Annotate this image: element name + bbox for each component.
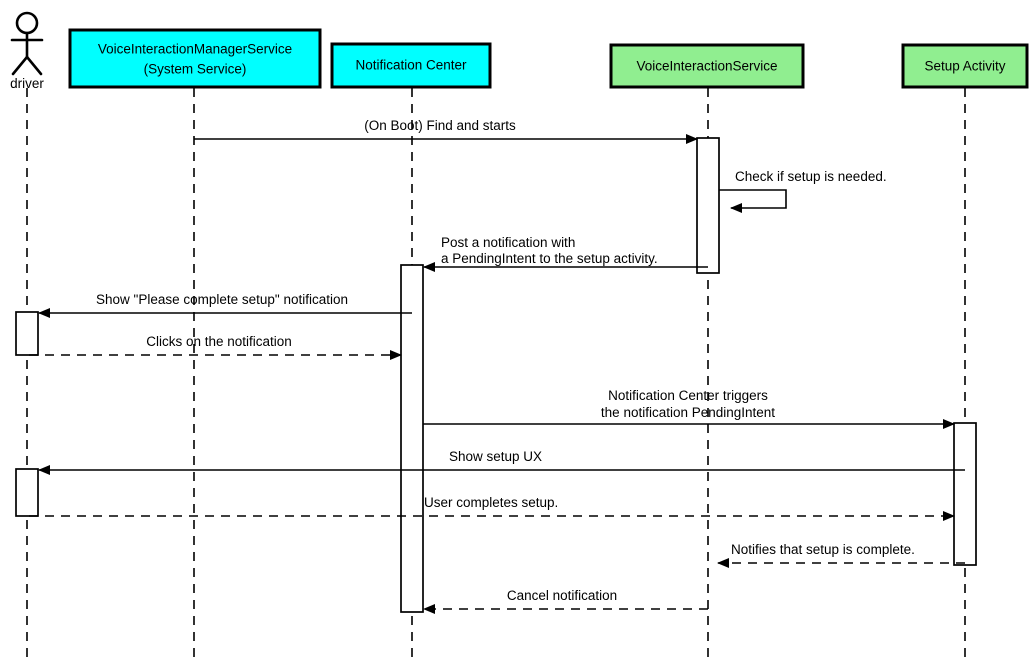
message-post-a-notification-with-pendingintent-label-line1: Post a notification with xyxy=(441,235,575,250)
participant-setup-activity[interactable]: Setup Activity xyxy=(901,43,1029,89)
message-check-if-setup-is-needed-arrow xyxy=(719,189,787,213)
participant-vims-label-line1: VoiceInteractionManagerService xyxy=(98,42,292,57)
message-notification-center-triggers-pendingintent-label-line2: the notification PendingIntent xyxy=(601,405,775,420)
message-show-please-complete-setup-notification[interactable]: Show "Please complete setup" notificatio… xyxy=(38,292,412,318)
message-post-a-notification-with-pendingintent[interactable]: Post a notification with a PendingIntent… xyxy=(423,235,708,272)
message-notification-center-triggers-pendingintent[interactable]: Notification Center triggers the notific… xyxy=(423,388,955,429)
activation-setup-activity xyxy=(953,422,977,566)
actor-head-icon xyxy=(15,11,39,35)
message-on-boot-find-and-starts-label: (On Boot) Find and starts xyxy=(364,118,516,133)
message-post-a-notification-with-pendingintent-label-line2: a PendingIntent to the setup activity. xyxy=(441,251,658,266)
actor-leg-right-icon xyxy=(25,55,43,76)
actor-driver[interactable]: driver xyxy=(10,11,44,91)
message-user-completes-setup[interactable]: User completes setup. xyxy=(29,495,955,521)
message-check-if-setup-is-needed[interactable]: Check if setup is needed. xyxy=(719,169,887,213)
activation-voice-interaction-service-boot xyxy=(696,137,720,274)
message-notifies-that-setup-is-complete-label: Notifies that setup is complete. xyxy=(731,542,915,557)
activation-driver-2 xyxy=(15,468,39,517)
message-show-setup-ux[interactable]: Show setup UX xyxy=(38,449,965,475)
participant-voice-interaction-service[interactable]: VoiceInteractionService xyxy=(609,43,805,89)
actor-leg-left-icon xyxy=(11,55,29,76)
participant-setup-activity-box[interactable] xyxy=(901,43,1029,89)
participant-notification-center[interactable]: Notification Center xyxy=(330,42,492,89)
participant-setup-activity-label: Setup Activity xyxy=(924,59,1005,74)
message-check-if-setup-is-needed-label: Check if setup is needed. xyxy=(735,169,887,184)
message-cancel-notification-label: Cancel notification xyxy=(507,588,617,603)
activation-notification-center xyxy=(400,264,424,613)
message-clicks-on-the-notification[interactable]: Clicks on the notification xyxy=(29,334,402,360)
activation-bars-group xyxy=(15,137,977,613)
participant-vims[interactable]: VoiceInteractionManagerService (System S… xyxy=(68,28,322,89)
message-cancel-notification[interactable]: Cancel notification xyxy=(423,588,708,614)
participant-voice-interaction-service-box[interactable] xyxy=(609,43,805,89)
activation-driver-1 xyxy=(15,311,39,356)
participant-vims-box[interactable] xyxy=(68,28,322,89)
participant-vims-label-line2: (System Service) xyxy=(144,62,247,77)
message-show-please-complete-setup-notification-label: Show "Please complete setup" notificatio… xyxy=(96,292,348,307)
message-show-setup-ux-label: Show setup UX xyxy=(449,449,542,464)
message-on-boot-find-and-starts[interactable]: (On Boot) Find and starts xyxy=(194,118,698,144)
participant-voice-interaction-service-label: VoiceInteractionService xyxy=(636,59,777,74)
message-notifies-that-setup-is-complete[interactable]: Notifies that setup is complete. xyxy=(717,542,965,568)
message-user-completes-setup-label: User completes setup. xyxy=(424,495,558,510)
actor-driver-label: driver xyxy=(10,76,44,91)
message-clicks-on-the-notification-label: Clicks on the notification xyxy=(146,334,292,349)
message-notification-center-triggers-pendingintent-label-line1: Notification Center triggers xyxy=(608,388,768,403)
participant-notification-center-box[interactable] xyxy=(330,42,492,89)
participant-notification-center-label: Notification Center xyxy=(355,58,467,73)
